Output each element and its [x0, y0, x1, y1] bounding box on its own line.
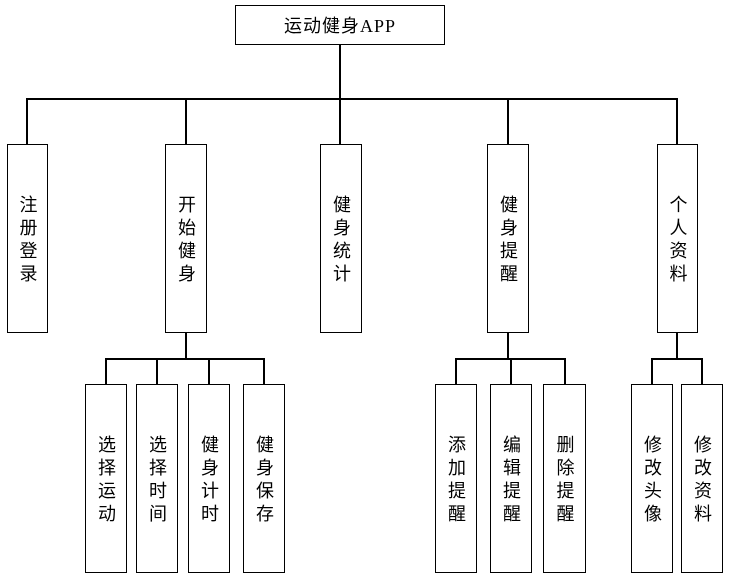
- connector-profile-bus: [651, 358, 702, 360]
- node-fitness-save-label: 健身保存: [254, 435, 274, 527]
- connector-start-fitness-bus: [105, 358, 265, 360]
- node-delete-reminder-label: 删除提醒: [554, 435, 575, 527]
- node-edit-reminder: 编辑提醒: [490, 384, 532, 573]
- node-fitness-save: 健身保存: [243, 384, 285, 573]
- node-app-root-label: 运动健身APP: [283, 16, 397, 36]
- node-edit-avatar-label: 修改头像: [642, 435, 662, 527]
- node-start-fitness-label: 开始健身: [176, 195, 196, 287]
- node-personal-profile-label: 个人资料: [667, 195, 688, 287]
- node-edit-profile: 修改资料: [681, 384, 723, 573]
- connector-drop-edit-profile: [701, 358, 703, 385]
- connector-drop-delete-reminder: [564, 358, 566, 385]
- connector-drop-select-sport: [105, 358, 107, 385]
- node-fitness-timer-label: 健身计时: [199, 435, 219, 527]
- node-add-reminder-label: 添加提醒: [446, 435, 466, 527]
- connector-level2-bus: [26, 98, 678, 100]
- node-fitness-reminder: 健身提醒: [487, 144, 529, 333]
- node-select-time-label: 选择时间: [147, 435, 167, 527]
- connector-drop-fitness-save: [263, 358, 265, 385]
- node-register-login-label: 注册登录: [17, 195, 38, 287]
- node-start-fitness: 开始健身: [165, 144, 207, 333]
- node-edit-avatar: 修改头像: [631, 384, 673, 573]
- node-edit-reminder-label: 编辑提醒: [501, 435, 521, 527]
- connector-root-drop: [339, 45, 341, 144]
- connector-drop-edit-reminder: [510, 358, 512, 385]
- connector-drop-fitness-timer: [208, 358, 210, 385]
- node-fitness-reminder-label: 健身提醒: [498, 195, 518, 287]
- node-personal-profile: 个人资料: [657, 144, 698, 333]
- node-fitness-stats-label: 健身统计: [331, 195, 351, 287]
- connector-drop-add-reminder: [455, 358, 457, 385]
- connector-drop-register-login: [26, 98, 28, 144]
- connector-drop-personal-profile: [676, 98, 678, 144]
- node-delete-reminder: 删除提醒: [543, 384, 586, 573]
- node-app-root: 运动健身APP: [235, 5, 445, 45]
- connector-drop-fitness-reminder: [507, 98, 509, 144]
- node-register-login: 注册登录: [7, 144, 48, 333]
- node-fitness-timer: 健身计时: [188, 384, 230, 573]
- connector-drop-edit-avatar: [651, 358, 653, 385]
- node-edit-profile-label: 修改资料: [692, 435, 712, 527]
- connector-stub-fitness-reminder: [507, 332, 509, 359]
- connector-stub-personal-profile: [676, 332, 678, 359]
- connector-stub-start-fitness: [185, 332, 187, 359]
- node-fitness-stats: 健身统计: [320, 144, 362, 333]
- node-select-time: 选择时间: [136, 384, 178, 573]
- node-select-sport-label: 选择运动: [96, 435, 116, 527]
- connector-drop-start-fitness: [185, 98, 187, 144]
- node-add-reminder: 添加提醒: [435, 384, 477, 573]
- connector-drop-select-time: [156, 358, 158, 385]
- node-select-sport: 选择运动: [85, 384, 127, 573]
